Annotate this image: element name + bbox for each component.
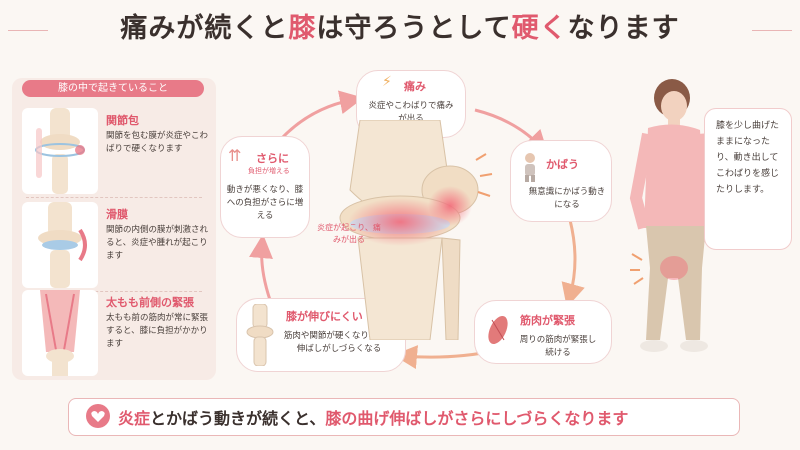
- bottom-banner: [68, 398, 740, 436]
- title-part1: 痛みが続くと: [120, 13, 289, 44]
- arrow-burden-to-pain: [278, 90, 364, 142]
- muscle-body: 周りの筋肉が緊張し続ける: [519, 335, 597, 358]
- stiff-body: 筋肉や関節が硬くなり、曲げ伸ばしがしづらくなる: [283, 331, 395, 354]
- item-title: 滑膜: [106, 208, 128, 221]
- list-item: 滑膜 関節の内側の膜が刺激されると、炎症や腫れが起こります: [22, 202, 208, 288]
- list-item: 関節包 関節を包む膜が炎症やこわばりで硬くなります: [22, 108, 208, 194]
- arrow-stiff-to-burden: [249, 234, 273, 301]
- banner-part2: とかばう動きが続くと、: [150, 409, 326, 428]
- cycle-bubble-burden: [220, 136, 310, 238]
- speech-bubble: [704, 108, 792, 250]
- burden-badge: 負担が増える: [248, 167, 290, 175]
- title-part4: 硬く: [511, 13, 568, 44]
- divider: [26, 197, 202, 199]
- banner-part3: 膝の曲げ伸ばしがさらにしづらくなります: [325, 409, 629, 428]
- thigh-muscle-illustration: [22, 290, 98, 376]
- synovium-illustration: [22, 202, 98, 288]
- item-title: 関節包: [106, 114, 139, 127]
- burden-body: 動きが悪くなり、膝への負担がさらに増える: [226, 185, 304, 221]
- muscle-title: 筋肉が緊張: [520, 314, 575, 327]
- pain-body: 炎症やこわばりで痛みが出る: [368, 101, 454, 124]
- knee-icon: [246, 304, 274, 366]
- guard-body: 無意識にかばう動きになる: [528, 187, 606, 210]
- burden-title: さらに: [256, 152, 289, 165]
- item-body: 太もも前の筋肉が常に緊張すると、膝に負担がかかります: [106, 313, 209, 349]
- muscle-icon: [488, 315, 508, 345]
- banner-part1: 炎症: [118, 409, 151, 428]
- up-arrows-icon: ⇈: [228, 146, 242, 165]
- title-part3: は守ろうとして: [316, 13, 512, 44]
- child-icon: [525, 153, 535, 182]
- stiff-title: 膝が伸びにくい: [286, 310, 363, 323]
- divider: [26, 291, 202, 293]
- lightning-icon: ⚡: [382, 74, 392, 90]
- title-part5: なります: [567, 13, 680, 44]
- knee-annotation: 炎症が起こり、痛みが出る: [317, 223, 381, 244]
- page-title: 痛みが続くと膝は守ろうとして硬くなります: [0, 6, 800, 45]
- heart-icon: [86, 404, 110, 428]
- pain-title: 痛み: [404, 80, 426, 93]
- woman-illustration: [629, 79, 709, 352]
- title-decoration-right: [752, 30, 792, 31]
- item-body: 関節の内側の膜が刺激されると、炎症や腫れが起こります: [106, 225, 209, 261]
- arrow-guard-to-muscle: [561, 219, 585, 308]
- item-body: 関節を包む膜が炎症やこわばりで硬くなります: [106, 131, 209, 154]
- left-panel-header: 膝の中で起きていること: [22, 80, 204, 97]
- joint-capsule-illustration: [22, 108, 98, 194]
- title-part2: 膝: [288, 13, 317, 44]
- speech-text: 膝を少し曲げたままになったり、動き出してこわばりを感じたりします。: [716, 121, 780, 195]
- title-decoration-left: [8, 30, 48, 31]
- guard-title: かばう: [546, 158, 579, 171]
- list-item: 太もも前側の緊張 太もも前の筋肉が常に緊張すると、膝に負担がかかります: [22, 290, 208, 376]
- banner-text: 炎症とかばう動きが続くと、膝の曲げ伸ばしがさらにしづらくなります: [118, 405, 628, 429]
- knee-joint-illustration: [339, 120, 493, 340]
- item-title: 太もも前側の緊張: [106, 296, 194, 309]
